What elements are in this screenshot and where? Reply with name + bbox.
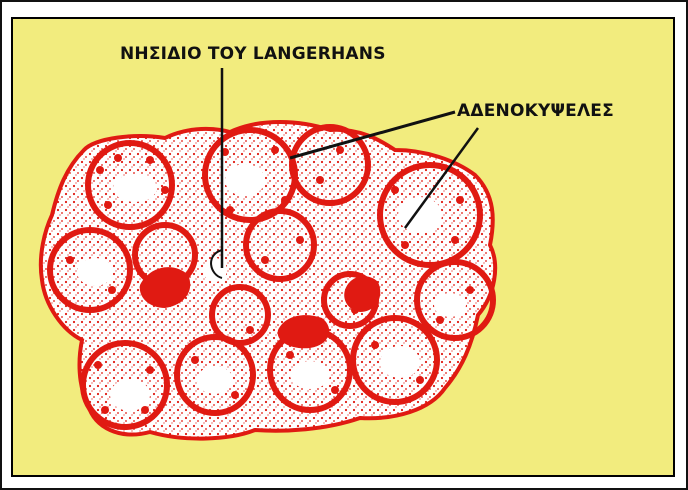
- islet-label: ΝΗΣΙΔΙΟ ΤΟΥ LANGERHANS: [120, 44, 386, 64]
- acini-label: ΑΔΕΝΟΚΥΨΕΛΕΣ: [457, 101, 614, 121]
